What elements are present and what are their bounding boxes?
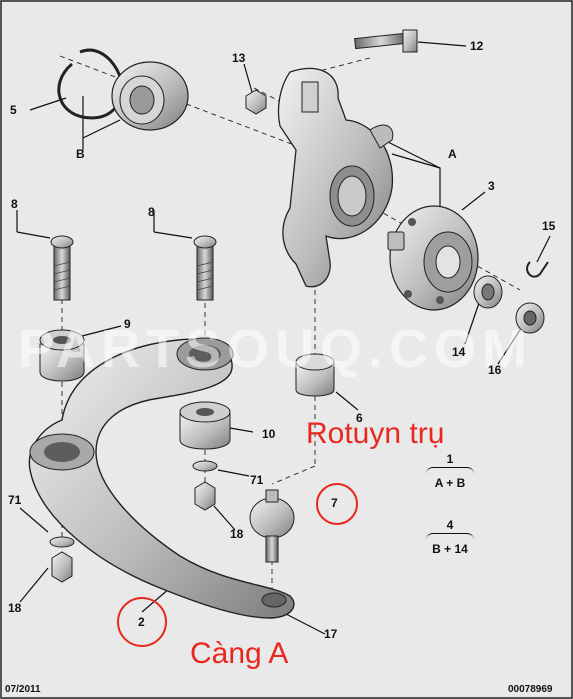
bolt-8-right (193, 235, 217, 301)
leader-lines (16, 41, 551, 635)
watermark: PARTSOUQ.COM (18, 319, 533, 379)
callout-71-right: 71 (250, 473, 264, 487)
callout-A: A (448, 147, 457, 161)
callout-16: 16 (488, 363, 502, 377)
bushing-9 (39, 329, 85, 382)
callout-18-right: 18 (230, 527, 244, 541)
legend-1-contents: A + B (434, 476, 466, 490)
highlight-circle-7 (316, 483, 358, 525)
legend-4-number: 4 (446, 518, 454, 532)
callout-12: 12 (470, 39, 484, 53)
callout-8-left: 8 (11, 197, 18, 211)
callout-9: 9 (124, 317, 131, 331)
steering-knuckle (277, 67, 394, 288)
nut-18-left (51, 551, 73, 583)
callout-7: 7 (331, 496, 338, 510)
cotter-pin (526, 261, 549, 278)
wheel-hub (387, 205, 479, 311)
legend-4-contents: B + 14 (432, 542, 468, 556)
callout-13: 13 (232, 51, 246, 65)
callout-18-left: 18 (8, 601, 22, 615)
bolt-8-left (50, 235, 74, 301)
callout-2: 2 (138, 615, 145, 629)
legend-1-number: 1 (446, 452, 454, 466)
callout-8-right: 8 (148, 205, 155, 219)
wheel-bearing (111, 61, 189, 131)
callout-10: 10 (262, 427, 276, 441)
callout-71-left: 71 (8, 493, 22, 507)
legend-4-brace (426, 533, 474, 540)
legend-assembly-4: 4 B + 14 (420, 518, 480, 556)
washer-71-left (49, 536, 75, 548)
footer-date: 07/2011 (5, 684, 41, 695)
nut-13 (245, 89, 267, 115)
callout-14: 14 (452, 345, 466, 359)
ball-joint (249, 489, 295, 563)
legend-1-brace (426, 467, 474, 474)
sleeve-6 (295, 353, 335, 397)
nut-18-right (194, 481, 216, 511)
highlight-circles (117, 483, 358, 647)
lower-control-arm (28, 337, 295, 619)
bushing-10 (179, 401, 231, 450)
callout-6: 6 (356, 411, 363, 425)
circlip (57, 48, 124, 120)
callout-3: 3 (488, 179, 495, 193)
legend-assembly-1: 1 A + B (420, 452, 480, 490)
callout-15: 15 (542, 219, 556, 233)
castle-nut-16 (515, 302, 545, 334)
callout-17: 17 (324, 627, 338, 641)
washer-71-right (192, 460, 218, 472)
annotation-control-arm: Càng A (190, 637, 289, 670)
bolt-12 (354, 29, 418, 53)
highlight-circle-2 (117, 597, 167, 647)
callout-B: B (76, 147, 85, 161)
annotation-ball-joint: Rotuyn trụ (306, 417, 445, 450)
callout-5: 5 (10, 103, 17, 117)
footer-code: 00078969 (508, 684, 553, 695)
